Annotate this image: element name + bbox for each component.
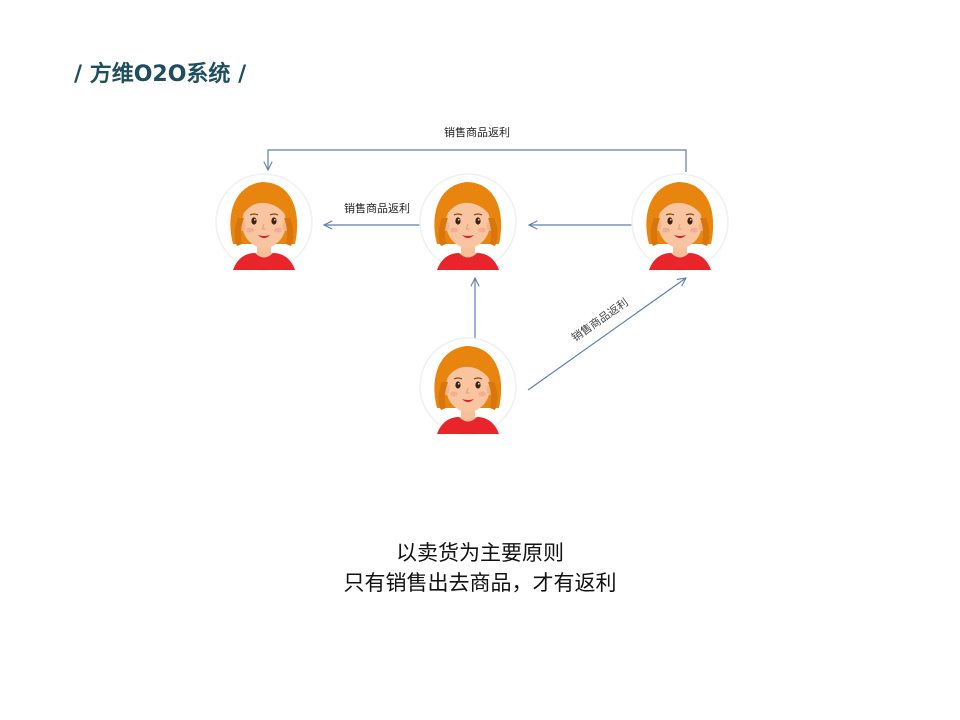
edge-top-right-to-left (268, 149, 687, 172)
edge-label-top: 销售商品返利 (444, 125, 510, 139)
caption: 以卖货为主要原则 只有销售出去商品，才有返利 (0, 538, 960, 598)
caption-line-1: 以卖货为主要原则 (396, 541, 564, 565)
avatar-center (419, 173, 517, 271)
edge-label-diagonal: 销售商品返利 (569, 295, 631, 344)
avatar-right (631, 173, 729, 271)
avatar-bottom (419, 337, 517, 435)
edge-label-middle: 销售商品返利 (344, 201, 410, 215)
avatar-left (215, 173, 313, 271)
page-title: / 方维O2O系统 / (74, 62, 247, 87)
edge-bottom-to-right (527, 278, 686, 391)
caption-line-2: 只有销售出去商品，才有返利 (343, 571, 617, 595)
